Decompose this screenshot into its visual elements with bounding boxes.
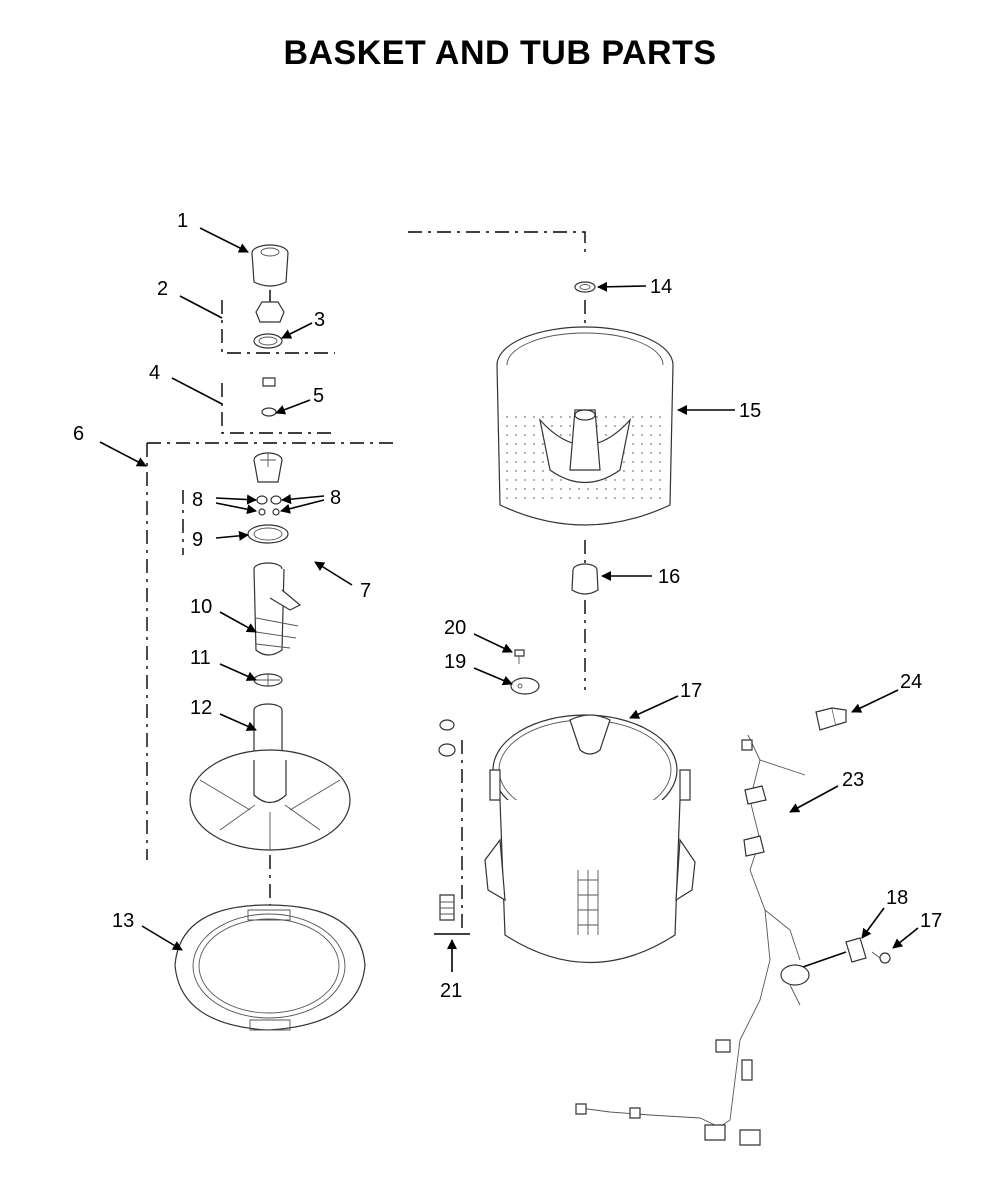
callout-2: 2 bbox=[157, 278, 168, 300]
callout-labels: 1 2 3 4 5 6 8 8 9 7 10 11 12 13 14 15 16… bbox=[73, 210, 942, 1002]
part-drive-cap bbox=[253, 452, 283, 483]
part-21-screw bbox=[514, 649, 525, 664]
callout-23: 23 bbox=[842, 769, 864, 791]
part-10-auger bbox=[253, 562, 302, 656]
part-14-nut bbox=[574, 281, 596, 293]
callout-16: 16 bbox=[658, 566, 680, 588]
part-8-clips bbox=[256, 495, 282, 516]
callout-4: 4 bbox=[149, 362, 160, 384]
part-5-washer bbox=[261, 407, 277, 417]
part-22-fasteners bbox=[438, 719, 456, 921]
part-3-ring bbox=[253, 333, 283, 349]
callout-6: 6 bbox=[73, 423, 84, 445]
part-1-cap bbox=[251, 244, 289, 287]
part-16-hub bbox=[571, 563, 599, 595]
part-19-bracket bbox=[780, 937, 867, 1006]
page-title: BASKET AND TUB PARTS bbox=[283, 34, 717, 72]
callout-9: 9 bbox=[192, 529, 203, 551]
callout-19: 18 bbox=[886, 887, 908, 909]
callout-14: 14 bbox=[650, 276, 672, 298]
callout-20: 19 bbox=[444, 651, 466, 673]
part-2-bushing bbox=[255, 301, 285, 323]
part-4-nut bbox=[262, 377, 276, 387]
callout-8-left: 8 bbox=[192, 489, 203, 511]
callout-15: 15 bbox=[739, 400, 761, 422]
callout-5: 5 bbox=[313, 385, 324, 407]
callout-3: 3 bbox=[314, 309, 325, 331]
part-9-ring bbox=[247, 524, 289, 544]
callout-11: 11 bbox=[190, 647, 211, 669]
callout-22: 21 bbox=[440, 980, 462, 1002]
callout-17: 17 bbox=[920, 910, 942, 932]
part-12-impeller bbox=[189, 703, 351, 851]
callout-10: 10 bbox=[190, 596, 212, 618]
part-15-basket bbox=[496, 326, 674, 526]
part-18-tub bbox=[484, 714, 696, 964]
callout-21: 20 bbox=[444, 617, 466, 639]
leader-arrows bbox=[99, 227, 919, 972]
part-24-clip bbox=[815, 707, 847, 731]
part-13-balance-ring bbox=[174, 904, 366, 1031]
part-20-bracket bbox=[510, 677, 540, 695]
part-17-screw bbox=[871, 951, 891, 964]
part-11-coupler bbox=[253, 673, 283, 687]
callout-24: 24 bbox=[900, 671, 922, 693]
callout-18: 17 bbox=[680, 680, 702, 702]
callout-1: 1 bbox=[177, 210, 188, 232]
part-23-wire-harness bbox=[575, 734, 806, 1146]
callout-8-right: 8 bbox=[330, 487, 341, 509]
callout-13: 13 bbox=[112, 910, 134, 932]
callout-7: 7 bbox=[360, 580, 371, 602]
callout-12: 12 bbox=[190, 697, 212, 719]
